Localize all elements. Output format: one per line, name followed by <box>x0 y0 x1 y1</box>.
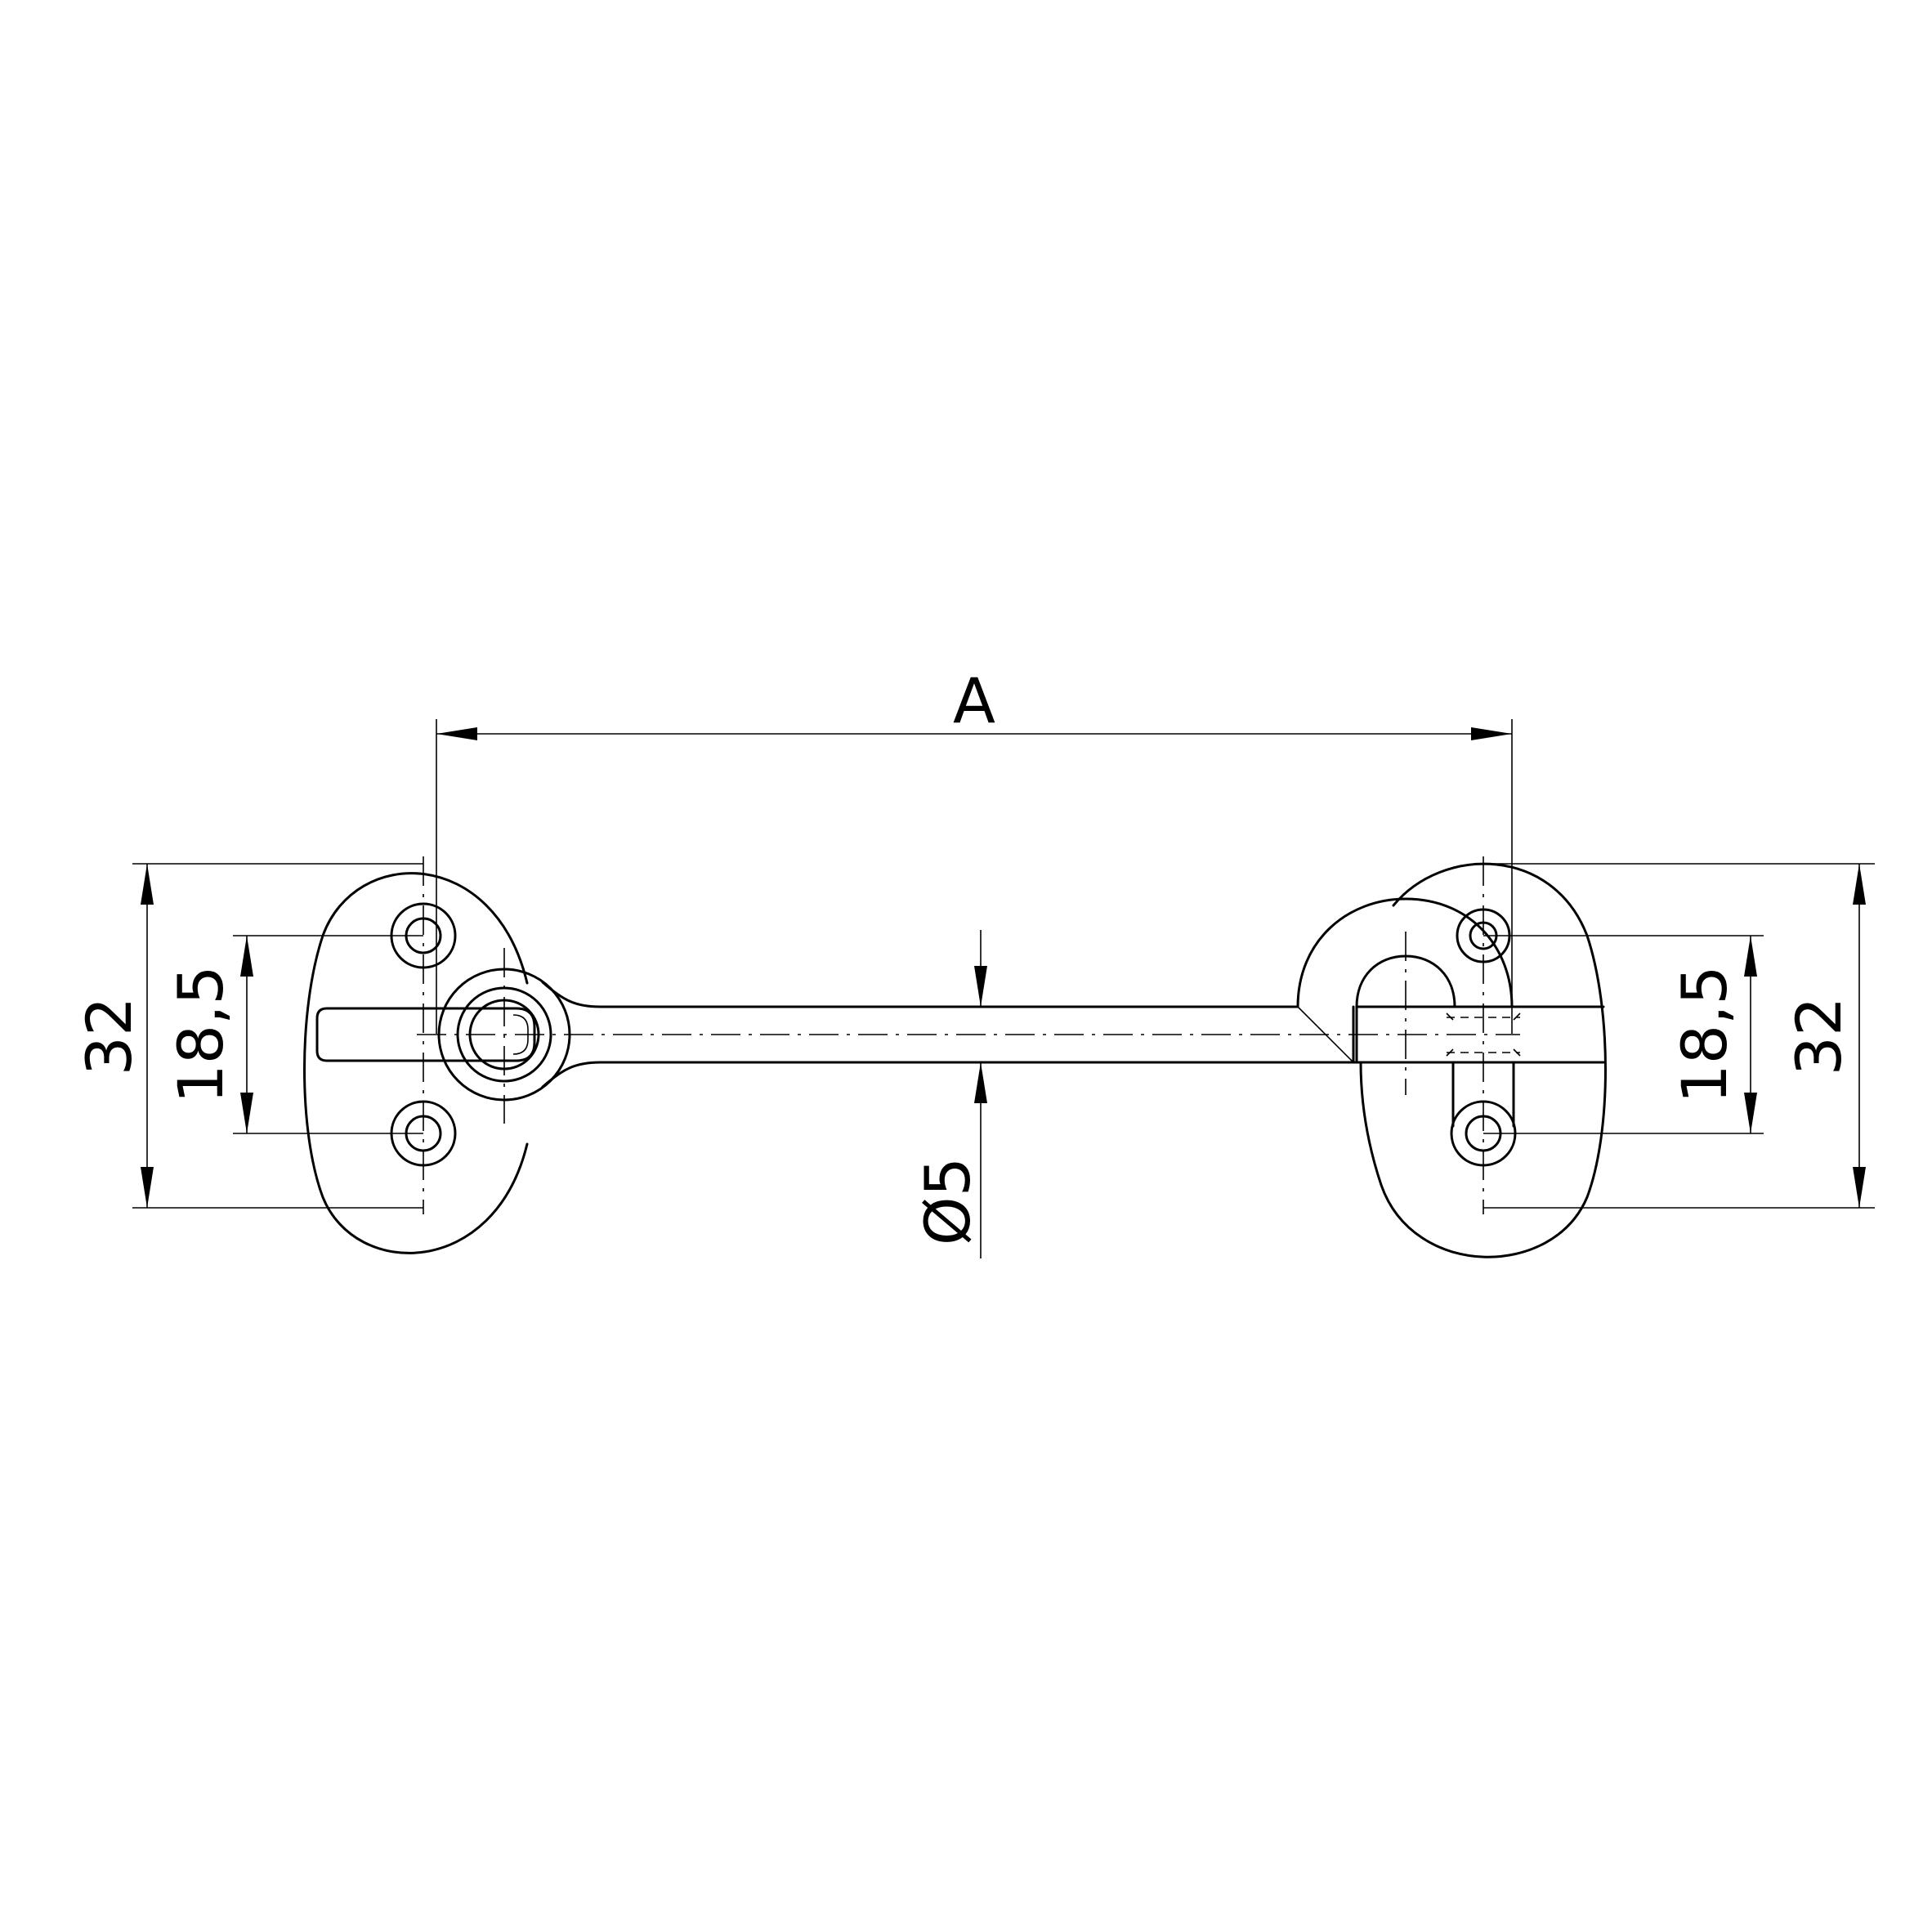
dim-height-right-arrow-top <box>1853 864 1866 905</box>
dim-hole-right-arrow-bottom <box>1744 1093 1757 1133</box>
left-rod-end <box>315 1007 536 1062</box>
left-mounting-plate <box>303 856 602 1254</box>
left-eye-neck-bottom <box>541 1061 602 1088</box>
dim-hole-right-arrow-top <box>1744 936 1757 977</box>
dim-diameter-label: Ø5 <box>911 1157 984 1245</box>
right-mounting-plate <box>1355 856 1607 1258</box>
dim-a-arrow-left <box>436 727 477 740</box>
dim-hole-right-label: 18,5 <box>1668 965 1741 1103</box>
dim-height-left-arrow-top <box>141 864 154 905</box>
right-plate-outline <box>1359 862 1607 1258</box>
dim-hole-left-label: 18,5 <box>164 965 237 1103</box>
left-plate-outline <box>303 872 529 1254</box>
dim-hole-left-arrow-bottom <box>240 1093 253 1133</box>
hook-rod <box>417 897 1520 1064</box>
right-staple-hidden-top <box>1447 1017 1520 1053</box>
right-staple-chamfers <box>1446 1012 1521 1057</box>
dimension-hole-right: 18,5 <box>1483 935 1764 1134</box>
dim-diameter-arrow-bottom <box>974 1062 987 1103</box>
dim-height-left-label: 32 <box>73 997 145 1076</box>
dim-hole-left-arrow-top <box>240 936 253 977</box>
dim-height-right-label: 32 <box>1782 997 1855 1076</box>
dimension-a: A <box>436 664 1513 1034</box>
hook-chamfer-line <box>1297 1006 1354 1063</box>
dimension-hole-left: 18,5 <box>164 935 423 1134</box>
left-eye-neck-top <box>541 981 602 1008</box>
dimension-height-right: 32 <box>1483 863 1875 1209</box>
dim-height-right-arrow-bottom <box>1853 1167 1866 1208</box>
right-staple-stem <box>1451 1061 1515 1128</box>
hook-bend-outer <box>1296 897 1514 1008</box>
dim-diameter-arrow-top <box>974 966 987 1007</box>
dim-a-label: A <box>953 664 995 737</box>
dim-a-arrow-right <box>1471 727 1512 740</box>
dimension-diameter: Ø5 <box>911 930 987 1258</box>
dimension-height-left: 32 <box>73 863 423 1209</box>
dim-height-left-arrow-bottom <box>141 1167 154 1208</box>
